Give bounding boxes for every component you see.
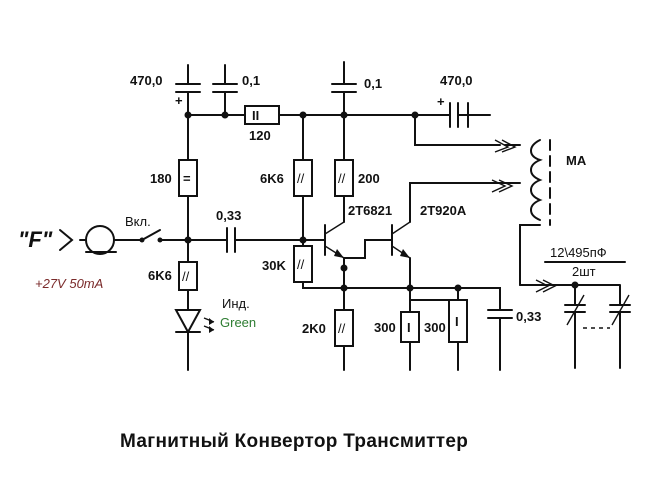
res-r300a <box>400 311 420 343</box>
r6k6b-label: 6K6 <box>148 268 172 283</box>
svg-text:+: + <box>175 93 183 108</box>
res-r6k6b <box>178 261 198 291</box>
input-name-label: "F" <box>18 227 53 252</box>
r300b-label: 300 <box>424 320 446 335</box>
antenna-label: МА <box>566 153 587 168</box>
c4-label: 470,0 <box>440 73 473 88</box>
cap-c1 <box>175 64 201 93</box>
r6k6a-mark: // <box>297 171 305 186</box>
c3-label: 0,1 <box>364 76 382 91</box>
coil-ma <box>491 139 557 293</box>
cap-c3 <box>331 61 357 93</box>
r300b-mark: I <box>455 314 459 329</box>
r6k6a-label: 6K6 <box>260 171 284 186</box>
led-color-label: Green <box>220 315 256 330</box>
resistor-marks: II = // // // // // I I <box>182 108 459 336</box>
c2-label: 0,1 <box>242 73 260 88</box>
r30k-label: 30K <box>262 258 286 273</box>
q2-label: 2T920A <box>420 203 467 218</box>
r200-mark: // <box>338 171 346 186</box>
res-r300b <box>448 299 468 343</box>
r120-label: 120 <box>249 128 271 143</box>
cap-c033b <box>487 309 513 327</box>
varicap-pair <box>544 261 631 329</box>
cap-c2 <box>212 64 238 93</box>
varicap-qty-label: 2шт <box>572 264 596 279</box>
r2k0-label: 2K0 <box>302 321 326 336</box>
res-r6k6a <box>293 159 313 197</box>
res-r200 <box>334 159 354 197</box>
diagram-title: Магнитный Конвертор Трансмиттер <box>120 431 468 452</box>
r300a-mark: I <box>407 320 411 335</box>
svg-text:+: + <box>437 94 445 109</box>
transistor-q2 <box>391 221 411 259</box>
q1-label: 2T6821 <box>348 203 392 218</box>
r120-mark: II <box>252 108 259 123</box>
res-r180 <box>178 159 198 197</box>
res-r2k0 <box>334 309 354 347</box>
r200-label: 200 <box>358 171 380 186</box>
res-r120 <box>244 105 280 125</box>
power-switch <box>139 229 163 243</box>
varicap-label: 12\495пФ <box>550 245 607 260</box>
r300a-label: 300 <box>374 320 396 335</box>
transistor-q1 <box>324 221 345 259</box>
labels: "F" +27V 50mA Вкл. 470,0 + 0,1 0,1 470,0… <box>18 73 607 452</box>
supply-label: +27V 50mA <box>35 276 103 291</box>
r180-label: 180 <box>150 171 172 186</box>
input-connector <box>59 225 117 255</box>
led-label: Инд. <box>222 296 250 311</box>
led-indicator <box>174 309 215 335</box>
c033b-label: 0,33 <box>516 309 541 324</box>
r180-mark: = <box>183 171 191 186</box>
switch-label: Вкл. <box>125 214 151 229</box>
r30k-mark: // <box>297 257 305 272</box>
wires <box>79 91 621 371</box>
cap-c4 <box>449 102 469 128</box>
r6k6b-mark: // <box>182 269 190 284</box>
c1-label: 470,0 <box>130 73 163 88</box>
res-r30k <box>293 245 313 283</box>
r2k0-mark: // <box>338 321 346 336</box>
c033a-label: 0,33 <box>216 208 241 223</box>
cap-c033a <box>226 227 246 253</box>
junctions <box>184 111 579 292</box>
